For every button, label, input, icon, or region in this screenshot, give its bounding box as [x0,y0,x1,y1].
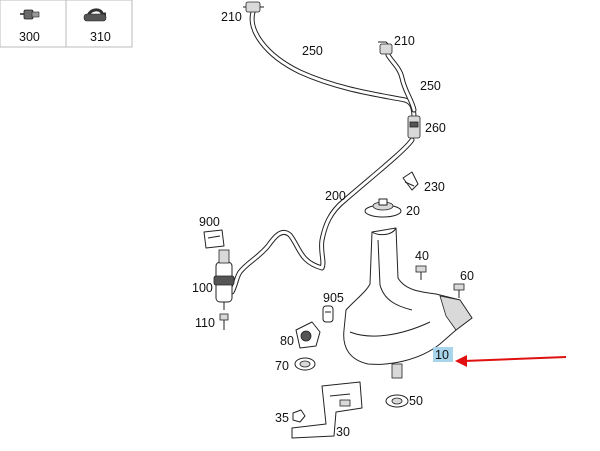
callout-210-top: 210 [221,10,242,24]
bolt-40 [415,265,427,280]
hose-clip-310-icon [83,8,107,22]
callout-70: 70 [275,359,289,373]
legend-table: 300 310 [0,0,133,48]
legend-label-300: 300 [19,30,40,44]
callout-250-mid: 250 [420,79,441,93]
callout-905: 905 [323,291,344,305]
nozzle-210-top [243,1,264,13]
nut-35 [292,409,306,423]
callout-230: 230 [424,180,445,194]
connector-300-icon [20,9,40,20]
legend-label-310: 310 [90,30,111,44]
pointer-arrow [455,355,567,367]
level-sensor-80 [295,321,321,349]
clip-230 [402,171,419,191]
callout-50: 50 [409,394,423,408]
bracket-30 [291,381,363,439]
callout-20: 20 [406,204,420,218]
callout-210-mid: 210 [394,34,415,48]
callout-100: 100 [192,281,213,295]
grommet-900 [203,229,225,249]
grommet-905 [322,305,334,323]
callout-40: 40 [415,249,429,263]
highlight-box-10 [433,347,453,362]
callout-60: 60 [460,269,474,283]
connector-260 [407,115,421,139]
reservoir-cap-20 [364,198,402,218]
callout-200: 200 [325,189,346,203]
washer-reservoir-10 [343,227,473,379]
nozzle-210-mid [378,41,393,55]
washer-pump-100 [213,249,235,310]
callout-80: 80 [280,334,294,348]
callout-10: 10 [435,348,449,362]
callout-260: 260 [425,121,446,135]
callout-35: 35 [275,411,289,425]
grommet-50 [385,394,409,408]
callout-30: 30 [336,425,350,439]
callout-900: 900 [199,215,220,229]
bolt-60 [453,283,465,298]
callout-250-top: 250 [302,44,323,58]
bolt-110 [219,313,229,330]
washer-hose-lines [229,9,417,295]
seal-70 [294,357,316,371]
callout-110: 110 [195,316,215,330]
